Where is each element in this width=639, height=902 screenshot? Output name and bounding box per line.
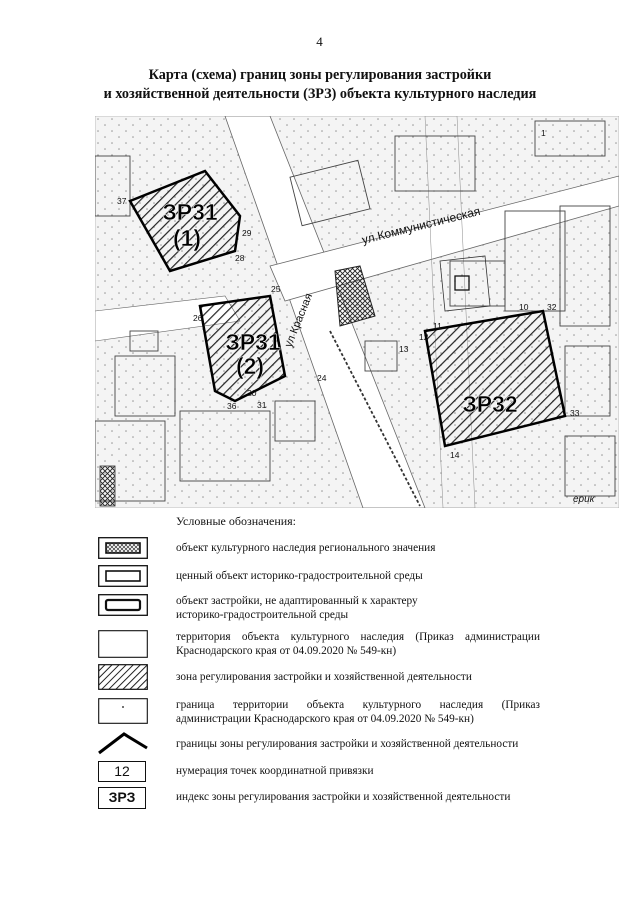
point-label: 12 — [419, 332, 429, 342]
point-label: 33 — [570, 408, 580, 418]
point-label: 28 — [235, 253, 245, 263]
point-label: 13 — [399, 344, 409, 354]
zone-label-zr31-2-line2: (2) — [236, 353, 264, 379]
point-label: 24 — [317, 373, 327, 383]
legend-heading: Условные обозначения: — [176, 514, 297, 528]
legend-symbol-non-adapted-building — [98, 594, 148, 616]
point-label: 11 — [433, 321, 442, 331]
street-label-erik: ерик — [573, 494, 596, 505]
zone-label-zr31-1-line1: ЗР31 — [162, 199, 218, 225]
point-label: 31 — [257, 400, 267, 410]
legend-text-line: историко-градостроительной среды — [176, 609, 349, 621]
legend-text-territory-boundary: граница территории объекта культурного н… — [176, 698, 540, 726]
legend-symbol-heritage-territory — [98, 630, 148, 658]
legend-text-zone-boundary: границы зоны регулирования застройки и х… — [176, 738, 519, 750]
legend-symbol-zone-index: ЗРЗ — [98, 787, 146, 809]
title-line-1: Карта (схема) границ зоны регулирования … — [148, 67, 492, 83]
legend-text-regulation-zone: зона регулирования застройки и хозяйстве… — [176, 671, 472, 683]
point-label: 10 — [519, 302, 529, 312]
legend-text-line: объект застройки, не адаптированный к ха… — [176, 595, 418, 607]
document-title: Карта (схема) границ зоны регулирования … — [20, 66, 620, 104]
legend-symbol-zone-boundary — [98, 732, 148, 755]
legend-text-point-number: нумерация точек координатной привязки — [176, 765, 374, 777]
legend-text-line: администрации Краснодарского края от 04.… — [176, 713, 474, 725]
point-label: 37 — [117, 196, 127, 206]
zone-map: ЗР31 (1) ЗР31 (2) ЗР32 ул.Коммунистическ… — [95, 116, 619, 508]
point-label: 14 — [450, 450, 460, 460]
legend-text-non-adapted-building: объект застройки, не адаптированный к ха… — [176, 594, 540, 622]
point-label: 26 — [193, 313, 203, 323]
zone-label-zr31-2-line1: ЗР31 — [225, 329, 281, 355]
point-label: 29 — [242, 228, 252, 238]
legend-symbol-heritage-object — [98, 537, 148, 559]
legend-text-line: граница территории объекта культурного н… — [176, 699, 540, 711]
point-label: 32 — [547, 302, 557, 312]
title-line-2: и хозяйственной деятельности (ЗРЗ) объек… — [103, 86, 537, 102]
legend-text-line: Краснодарского края от 04.09.2020 № 549-… — [176, 645, 397, 657]
zone-label-zr31-1-line2: (1) — [173, 225, 201, 251]
legend-text-line: территория объекта культурного наследия … — [176, 631, 540, 643]
point-label: 25 — [271, 284, 281, 294]
legend-text-valuable-object: ценный объект историко-градостроительной… — [176, 570, 423, 582]
legend-symbol-valuable-object — [98, 565, 148, 587]
page-number: 4 — [316, 34, 323, 49]
legend-symbol-point-number: 12 — [98, 761, 146, 782]
zone-label-zr32: ЗР32 — [462, 391, 517, 417]
legend-symbol-regulation-zone — [98, 664, 148, 690]
point-label: 36 — [227, 401, 237, 411]
legend-text-zone-index: индекс зоны регулирования застройки и хо… — [176, 791, 511, 803]
point-label: 30 — [247, 388, 257, 398]
legend-text-heritage-object: объект культурного наследия региональног… — [176, 542, 436, 554]
legend-text-heritage-territory: территория объекта культурного наследия … — [176, 630, 540, 658]
legend-symbol-territory-boundary — [98, 698, 148, 724]
point-label: 1 — [541, 128, 546, 138]
